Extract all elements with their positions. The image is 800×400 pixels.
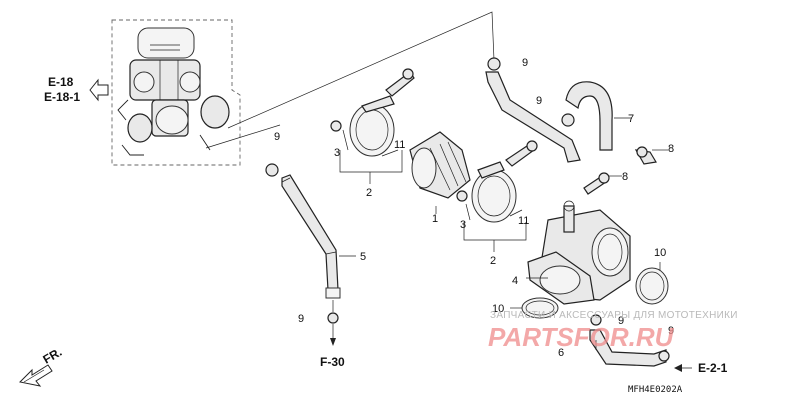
callout-2-upper: 2 — [366, 187, 372, 199]
part-4-intake-manifold — [526, 200, 631, 305]
front-label: FR. — [41, 345, 65, 367]
callout-9-top: 9 — [522, 57, 528, 69]
part-6-hose — [589, 314, 692, 372]
callout-9-bottom-right: 9 — [668, 325, 674, 337]
callout-labels: 1 2 2 3 3 4 5 6 7 8 8 9 9 9 9 9 9 10 10 … — [274, 57, 674, 359]
callout-10-right: 10 — [654, 247, 666, 259]
watermark: ЗАПЧАСТИ И АКСЕССУАРЫ ДЛЯ МОТОТЕХНИКИ PA… — [488, 310, 738, 352]
watermark-tagline: ЗАПЧАСТИ И АКСЕССУАРЫ ДЛЯ МОТОТЕХНИКИ — [490, 310, 738, 321]
clamp-assembly-lower — [456, 140, 538, 223]
part-7-hose — [485, 57, 632, 163]
clamp-assembly-upper — [330, 68, 415, 157]
ref-f30-label: F-30 — [320, 355, 345, 369]
front-arrow-icon — [18, 364, 53, 387]
callout-3-upper: 3 — [334, 147, 340, 159]
ref-e2-1-label: E-2-1 — [698, 361, 728, 375]
ref-e18-group: E-18 E-18-1 — [44, 75, 109, 104]
ref-arrow-icon — [89, 78, 109, 102]
callout-8-upper: 8 — [668, 143, 674, 155]
callout-11-lower: 11 — [518, 215, 529, 227]
callout-3-lower: 3 — [460, 219, 466, 231]
front-direction-indicator: FR. — [18, 345, 65, 387]
part-10-o-rings — [510, 262, 669, 319]
callout-5: 5 — [360, 251, 366, 263]
part-5-hose — [265, 163, 356, 346]
carburetor-assembly — [111, 19, 241, 166]
part-8-bolts — [583, 146, 668, 195]
callout-9-bottom-mid: 9 — [618, 315, 624, 327]
callout-9-left: 9 — [274, 131, 280, 143]
callout-11-upper: 11 — [394, 139, 405, 151]
callout-2-lower: 2 — [490, 255, 496, 267]
callout-8-lower: 8 — [622, 171, 628, 183]
watermark-brand: PARTSFOR.RU — [488, 322, 675, 352]
ref-e18-1-label: E-18-1 — [44, 90, 80, 104]
callout-6: 6 — [558, 347, 564, 359]
callout-9-bottom-left: 9 — [298, 313, 304, 325]
callout-7: 7 — [628, 113, 634, 125]
callout-10-left: 10 — [492, 303, 504, 315]
ref-e18-label: E-18 — [48, 75, 74, 89]
callout-4: 4 — [512, 275, 518, 287]
part-1-intake-rubber — [409, 131, 471, 214]
diagram-code: MFH4E0202A — [628, 385, 683, 395]
callout-1: 1 — [432, 213, 438, 225]
callout-9-mid: 9 — [536, 95, 542, 107]
